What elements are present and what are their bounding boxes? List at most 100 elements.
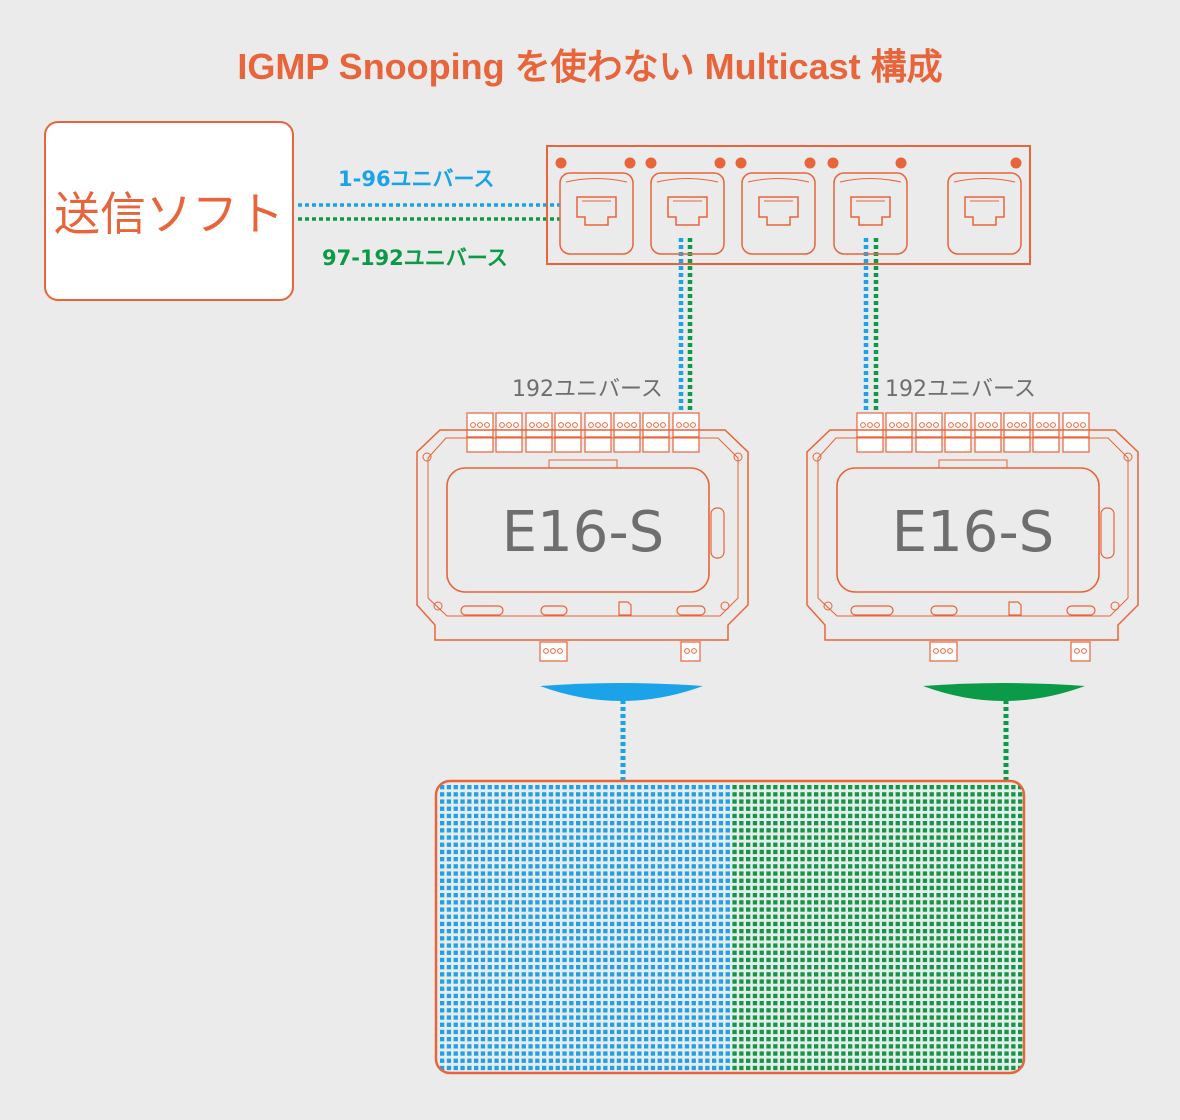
led-pixel xyxy=(501,900,506,905)
led-pixel xyxy=(1011,1008,1016,1013)
led-pixel xyxy=(623,1058,628,1063)
led-pixel xyxy=(644,893,649,898)
led-pixel xyxy=(956,957,962,963)
led-pixel xyxy=(895,799,900,804)
led-pixel xyxy=(555,1051,560,1056)
led-pixel xyxy=(793,885,798,891)
led-pixel xyxy=(671,878,676,883)
led-pixel xyxy=(814,1001,819,1006)
led-pixel xyxy=(820,842,826,847)
led-pixel xyxy=(678,813,683,819)
led-pixel xyxy=(759,986,764,991)
led-pixel xyxy=(616,864,622,869)
led-pixel xyxy=(739,957,744,963)
led-pixel xyxy=(902,1037,907,1042)
led-pixel xyxy=(684,943,690,948)
led-pixel xyxy=(984,857,989,862)
led-pixel xyxy=(501,929,506,934)
led-pixel xyxy=(793,929,798,934)
led-pixel xyxy=(895,1051,900,1056)
led-pixel xyxy=(916,965,921,970)
led-pixel xyxy=(902,828,907,833)
terminal-block-5 xyxy=(974,412,1002,453)
led-pixel xyxy=(521,1001,526,1006)
led-pixel xyxy=(664,828,669,833)
led-pixel xyxy=(786,921,792,927)
led-pixel xyxy=(882,813,887,819)
led-pixel xyxy=(1018,799,1023,804)
led-pixel xyxy=(950,972,955,977)
led-pixel xyxy=(630,871,635,876)
led-pixel xyxy=(657,979,662,984)
led-pixel xyxy=(1004,1065,1009,1071)
led-pixel xyxy=(916,835,921,840)
led-pixel xyxy=(698,900,703,905)
led-pixel xyxy=(841,957,846,963)
switch-led-4-1 xyxy=(827,157,839,169)
led-pixel xyxy=(691,950,696,955)
led-pixel xyxy=(950,943,955,948)
led-pixel xyxy=(936,1037,941,1042)
led-pixel xyxy=(480,936,486,941)
led-pixel xyxy=(657,986,662,991)
led-pixel xyxy=(576,979,581,984)
led-pixel xyxy=(596,821,601,826)
led-pixel xyxy=(990,1051,996,1056)
led-pixel xyxy=(589,1008,594,1013)
led-pixel xyxy=(671,950,676,955)
led-pixel xyxy=(861,1058,866,1063)
led-pixel xyxy=(508,1037,513,1042)
led-pixel xyxy=(644,871,649,876)
led-pixel xyxy=(759,979,764,984)
led-pixel xyxy=(868,993,873,999)
led-pixel xyxy=(841,849,846,855)
led-pixel xyxy=(984,993,989,999)
led-pixel xyxy=(956,849,962,855)
led-pixel xyxy=(814,785,819,790)
led-pixel xyxy=(616,986,622,991)
led-pixel xyxy=(725,1051,730,1056)
led-pixel xyxy=(786,957,792,963)
led-pixel xyxy=(827,857,832,862)
led-pixel xyxy=(746,835,751,840)
led-pixel xyxy=(637,1022,642,1027)
led-pixel xyxy=(440,1065,445,1071)
led-pixel xyxy=(535,878,540,883)
terminal-screw xyxy=(558,422,564,428)
led-pixel xyxy=(548,799,554,804)
led-pixel xyxy=(569,806,574,811)
led-pixel xyxy=(800,785,805,790)
led-pixel xyxy=(841,921,846,927)
led-pixel xyxy=(528,957,533,963)
led-pixel xyxy=(766,1037,771,1042)
led-pixel xyxy=(644,921,649,927)
led-pixel xyxy=(997,1022,1002,1027)
led-pixel xyxy=(834,842,839,847)
led-pixel xyxy=(610,943,615,948)
led-pixel xyxy=(440,993,445,999)
device-inner-rim xyxy=(427,437,739,617)
led-pixel xyxy=(997,785,1002,790)
led-pixel xyxy=(705,864,710,869)
led-pixel xyxy=(623,972,628,977)
led-pixel xyxy=(984,929,989,934)
led-pixel xyxy=(542,1044,547,1049)
led-pixel xyxy=(501,957,506,963)
led-pixel xyxy=(440,1044,445,1049)
led-pixel xyxy=(691,1051,696,1056)
led-pixel xyxy=(678,878,683,883)
led-pixel xyxy=(467,907,472,912)
led-pixel xyxy=(623,929,628,934)
led-pixel xyxy=(555,929,560,934)
led-pixel xyxy=(712,842,717,847)
led-pixel xyxy=(875,914,880,919)
led-pixel xyxy=(616,957,622,963)
led-pixel xyxy=(956,799,962,804)
led-pixel xyxy=(616,1008,622,1013)
led-pixel xyxy=(487,835,492,840)
led-pixel xyxy=(535,806,540,811)
led-pixel xyxy=(868,965,873,970)
led-pixel xyxy=(440,835,445,840)
led-pixel xyxy=(956,972,962,977)
led-pixel xyxy=(650,986,656,991)
